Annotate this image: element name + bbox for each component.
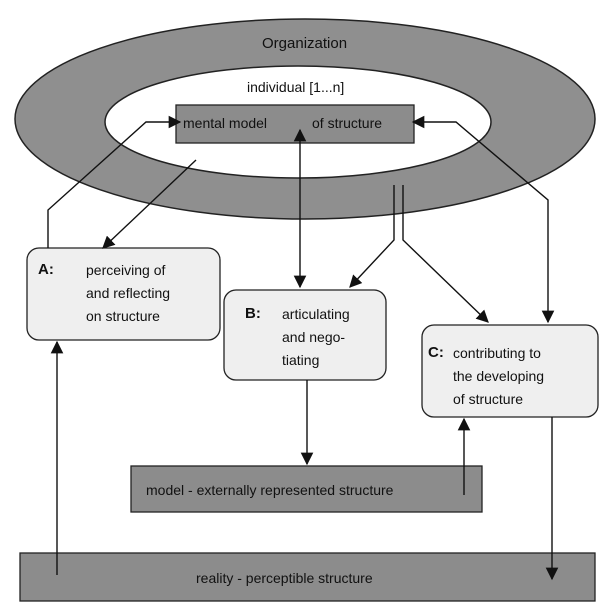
box-c-text: contributing to the developing of struct… xyxy=(453,342,544,411)
box-b-line: articulating xyxy=(282,306,350,322)
box-a-letter: A: xyxy=(38,261,54,278)
arrow-c-mental-model xyxy=(411,115,555,324)
box-a-line: and reflecting xyxy=(86,285,171,301)
model-bar xyxy=(130,465,483,513)
arrow-ring-to-b xyxy=(349,185,395,288)
box-b-line: and nego- xyxy=(282,329,346,345)
box-c-line: contributing to xyxy=(453,345,541,361)
box-c-letter: C: xyxy=(428,344,444,361)
arrow-ring-to-a xyxy=(102,159,197,249)
organization-label: Organization xyxy=(262,35,348,52)
box-a-line: on structure xyxy=(86,308,160,324)
box-b xyxy=(223,289,387,381)
reality-bar xyxy=(19,552,596,602)
mental-model-left-label: mental model xyxy=(183,115,268,131)
box-b-text: articulating and nego- tiating xyxy=(282,303,350,372)
box-c-line: of structure xyxy=(453,391,524,407)
arrow-a-to-mental-model xyxy=(47,115,182,248)
box-a-text: perceiving of and reflecting on structur… xyxy=(86,259,170,328)
box-a xyxy=(26,247,221,341)
mental-model-right-label: of structure xyxy=(312,115,383,131)
reality-bar-label: reality - perceptible structure xyxy=(196,570,373,586)
box-a-line: perceiving of xyxy=(86,262,166,278)
box-c xyxy=(421,324,599,418)
box-c-line: the developing xyxy=(453,368,545,384)
model-bar-label: model - externally represented structure xyxy=(146,482,394,498)
box-b-letter: B: xyxy=(245,305,261,322)
individual-label: individual [1...n] xyxy=(247,79,345,95)
box-b-line: tiating xyxy=(282,352,320,368)
